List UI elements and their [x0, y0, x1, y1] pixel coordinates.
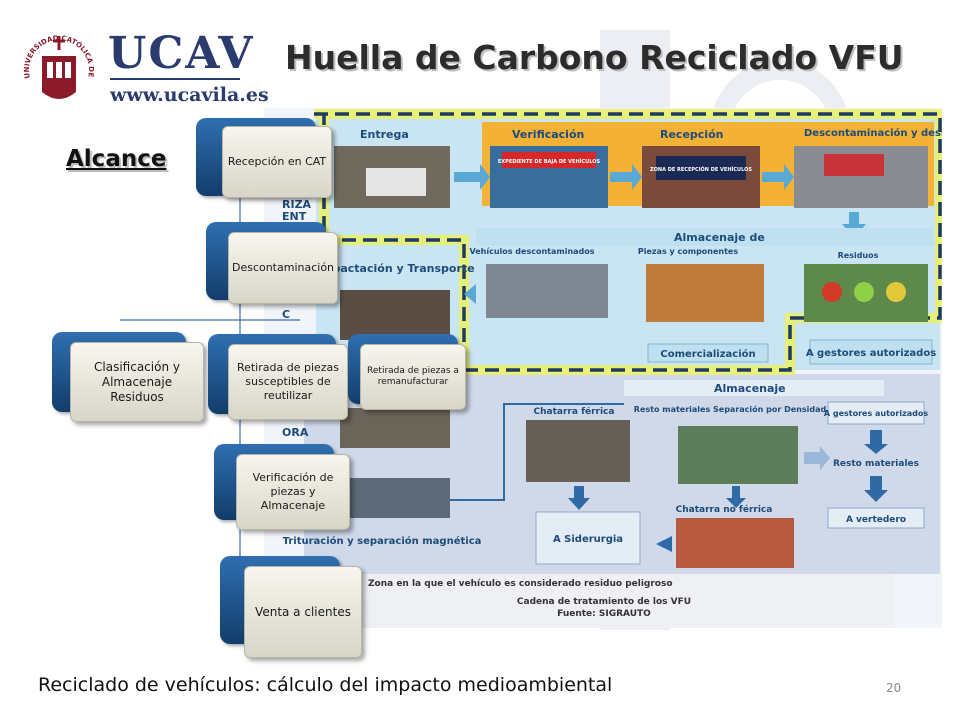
arrow-down-siderurgia [568, 486, 590, 510]
photo-compactacion [340, 290, 450, 340]
step-retirada-reutilizar-label: Retirada de piezas susceptibles de reuti… [236, 361, 340, 402]
step-retirada-reutilizar: Retirada de piezas susceptibles de reuti… [228, 344, 348, 420]
arrow-right-3 [762, 164, 794, 190]
label-chatarra-no-ferrica: Chatarra no férrica [676, 504, 773, 515]
label-vehiculos: Vehículos descontaminados [469, 247, 594, 256]
box-siderurgia [535, 511, 641, 565]
bin-green [854, 282, 874, 302]
almacenaje-band [624, 380, 884, 396]
header-verificacion: Verificación [512, 128, 584, 141]
arrow-down-1 [842, 212, 866, 238]
side-label-1: RIZA [282, 198, 312, 211]
box-comercializacion [647, 343, 769, 363]
almacenaje-de-label: Almacenaje de [674, 231, 765, 244]
step-clasificacion: Clasificación y Almacenaje Residuos [70, 342, 204, 422]
header-recepcion: Recepción [660, 128, 723, 141]
section-label: Alcance [66, 146, 167, 172]
photo-chatarra-ferrica [526, 420, 630, 482]
sign-expediente-text: EXPEDIENTE DE BAJA DE VEHÍCULOS [498, 157, 601, 165]
photo-lower-2 [340, 478, 450, 518]
page-number: 20 [886, 681, 902, 695]
side-label-2: ENT [282, 210, 307, 223]
slide-title: Huella de Carbono Reciclado VFU [285, 38, 904, 77]
step-recepcion-cat: Recepción en CAT [222, 126, 332, 198]
header-descontaminacion: Descontaminación y desmontaje [804, 127, 942, 139]
box-gestores-top [809, 339, 933, 365]
arrow-down-no-ferrica [726, 486, 746, 508]
step-verificacion-piezas-label: Verificación de piezas y Almacenaje [252, 471, 334, 512]
photo-truck [366, 168, 426, 196]
slide-footer: Reciclado de vehículos: cálculo del impa… [38, 674, 613, 696]
step-clasificacion-label: Clasificación y Almacenaje Residuos [94, 359, 180, 404]
sign-expediente [502, 152, 596, 168]
almacenaje-de-band [476, 228, 934, 246]
arrow-right-1 [454, 164, 490, 190]
sign-zona [656, 156, 746, 180]
photo-car-lift [824, 154, 884, 176]
side-label-4: ORA [282, 426, 309, 439]
sign-zona-text: ZONA DE RECEPCIÓN DE VEHÍCULOS [650, 165, 752, 173]
photo-separacion [678, 426, 798, 484]
university-seal-logo: UNIVERSIDAD CATÓLICA DE ÁVILA [22, 26, 95, 99]
step-retirada-remanufacturar-label: Retirada de piezas a remanufacturar [367, 365, 459, 387]
label-resto-sep: Resto materiales Separación por Densidad [634, 404, 827, 414]
box-gestores-right [827, 401, 925, 425]
photo-piezas [646, 264, 764, 322]
label-almacenaje: Almacenaje [714, 382, 786, 395]
arrow-down-gestores [864, 430, 888, 454]
step-venta-clientes: Venta a clientes [244, 566, 362, 658]
caption-strip [354, 574, 894, 628]
label-siderurgia: A Siderurgia [553, 534, 623, 545]
arrow-left-1 [464, 284, 476, 304]
label-comercializacion: Comercialización [660, 348, 755, 360]
side-label-3: C [282, 308, 290, 321]
photo-chatarra-no-ferrica [676, 518, 794, 568]
photo-lower-1 [340, 408, 450, 448]
diagram-caption-2: Fuente: SIGRAUTO [557, 609, 651, 619]
label-vertedero: A vertedero [846, 515, 906, 525]
step-venta-clientes-label: Venta a clientes [255, 604, 351, 619]
label-trituracion-1: Trituración y separación magnética [283, 535, 482, 547]
label-chatarra-ferrica: Chatarra férrica [534, 406, 615, 417]
step-verificacion-piezas: Verificación de piezas y Almacenaje [236, 454, 350, 530]
label-gestores-top: A gestores autorizados [806, 348, 936, 359]
brand-name: UCAV [108, 28, 255, 79]
header-entrega: Entrega [360, 128, 409, 141]
vfu-treatment-diagram: Entrega Verificación Recepción Descontam… [264, 108, 942, 628]
label-piezas: Piezas y componentes [638, 247, 738, 256]
brand-url[interactable]: www.ucavila.es [110, 84, 269, 106]
legend-text: Zona en la que el vehículo es considerad… [368, 579, 673, 589]
arrow-right-2 [610, 164, 642, 190]
label-gestores-right: A gestores autorizados [824, 409, 929, 418]
step-recepcion-cat-label: Recepción en CAT [227, 155, 327, 169]
brand-divider [110, 78, 240, 80]
diagram-caption-1: Cadena de tratamiento de los VFU [517, 597, 691, 607]
connector-line [440, 403, 624, 501]
arrow-right-resto [804, 446, 830, 470]
label-resto-materiales: Resto materiales [833, 459, 919, 469]
arrow-down-vertedero [864, 476, 888, 502]
photo-vehiculos [486, 264, 608, 318]
step-descontaminacion-label: Descontaminación [231, 261, 335, 275]
arrow-left-siderurgia [656, 536, 672, 552]
step-retirada-remanufacturar: Retirada de piezas a remanufacturar [360, 344, 466, 410]
bin-red [822, 282, 842, 302]
label-compactacion: Compactación y Transporte [305, 262, 474, 275]
box-vertedero [827, 507, 925, 529]
step-descontaminacion: Descontaminación [228, 232, 338, 304]
bin-yellow [886, 282, 906, 302]
label-residuos: Residuos [838, 251, 879, 260]
